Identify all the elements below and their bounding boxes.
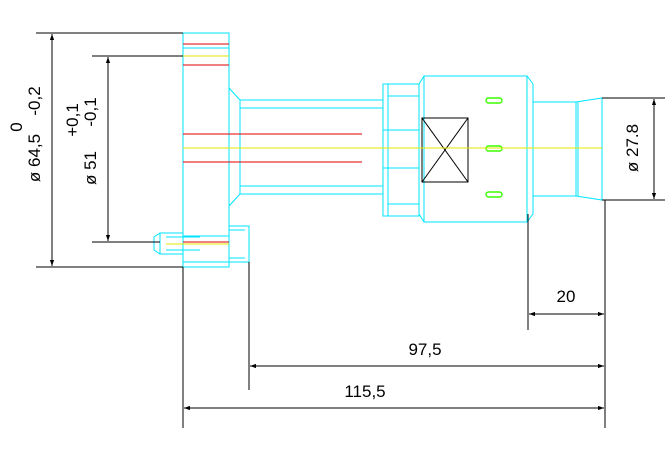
dim-flange-length: 97,5 (408, 340, 441, 359)
dim-pitch-tol-upper: +0,1 (63, 103, 82, 137)
dim-total-length: 115,5 (344, 382, 385, 401)
dim-flange-tol-upper: 0 (7, 122, 26, 131)
end-cap (575, 97, 603, 201)
dim-pitch-tol-lower: -0,1 (81, 97, 100, 126)
dimension-lines (36, 32, 665, 428)
locating-pin (229, 225, 250, 263)
hex-nut-faces (383, 84, 419, 216)
hex-nut (382, 83, 420, 217)
dim-body-diameter: ø 27.8 (623, 124, 642, 172)
pin-inner (166, 236, 200, 251)
neck (228, 87, 241, 207)
dim-flange-diameter: ø 64,5 (25, 134, 44, 182)
dim-flange-tol-lower: -0,2 (25, 86, 44, 115)
body-tail (532, 101, 577, 197)
part-outline (153, 32, 603, 268)
dim-connector-length: 20 (557, 287, 576, 306)
connector-body (418, 75, 534, 223)
window-cross (421, 117, 469, 183)
connector-body-inner (423, 76, 528, 222)
flange-step (183, 47, 229, 237)
hidden-lines (183, 43, 362, 243)
dim-pitch-diameter: ø 51 (81, 151, 100, 185)
shaft-inner (240, 107, 383, 187)
shaft (239, 99, 384, 195)
pin-body (153, 232, 183, 255)
center-lines (166, 55, 602, 245)
flange (182, 32, 230, 268)
